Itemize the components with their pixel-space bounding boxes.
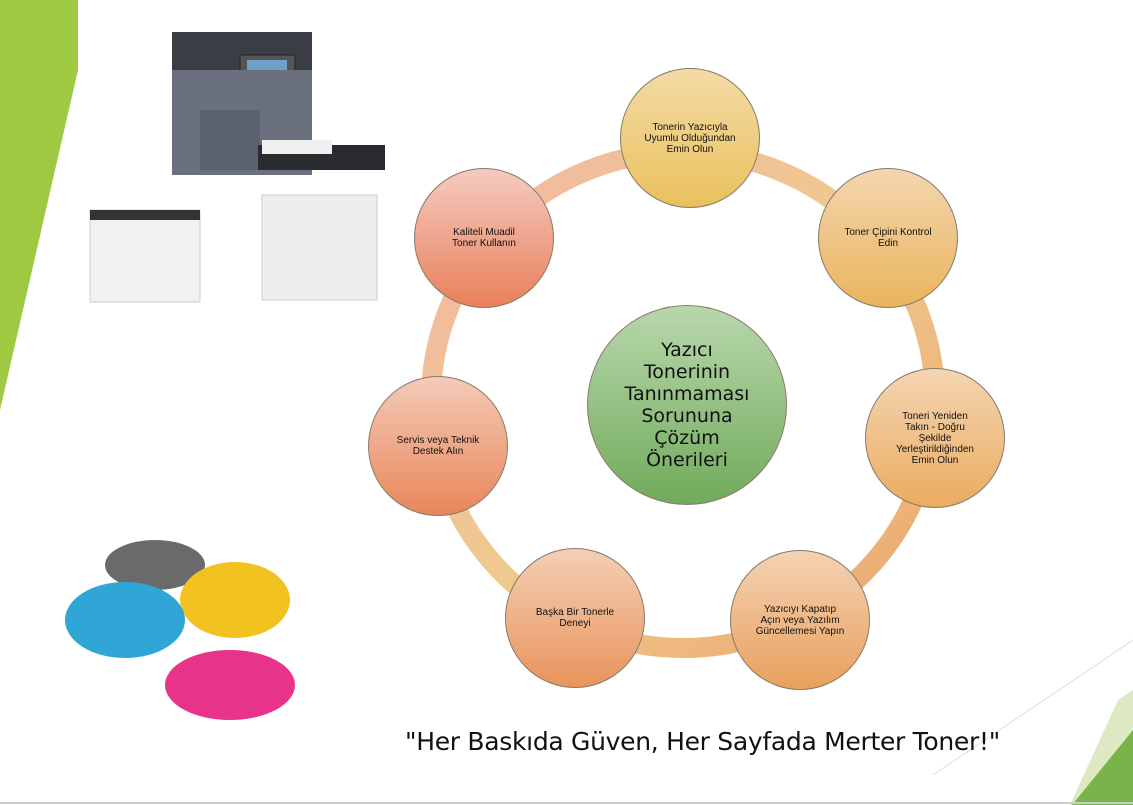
node-restart-update: Yazıcıyı Kapatıp Açın veya Yazılım Günce… — [730, 550, 870, 690]
corner-green-triangle — [1072, 730, 1133, 805]
toner-powder-image — [65, 540, 295, 720]
node-reinstall-toner: Toneri Yeniden Takın - Doğru Şekilde Yer… — [865, 368, 1005, 508]
node-try-another-toner: Başka Bir Tonerle Deneyi — [505, 548, 645, 688]
slogan: "Her Baskıda Güven, Her Sayfada Merter T… — [405, 727, 1000, 756]
printers-image — [89, 32, 385, 303]
left-green-accent — [0, 0, 78, 410]
node-quality-toner: Kaliteli Muadil Toner Kullanın — [414, 168, 554, 308]
center-topic: Yazıcı Tonerinin Tanınmaması Sorununa Çö… — [587, 305, 787, 505]
node-check-chip: Toner Çipini Kontrol Edin — [818, 168, 958, 308]
node-service-support: Servis veya Teknik Destek Alın — [368, 376, 508, 516]
node-compatibility: Tonerin Yazıcıyla Uyumlu Olduğundan Emin… — [620, 68, 760, 208]
decor-line — [932, 639, 1133, 776]
